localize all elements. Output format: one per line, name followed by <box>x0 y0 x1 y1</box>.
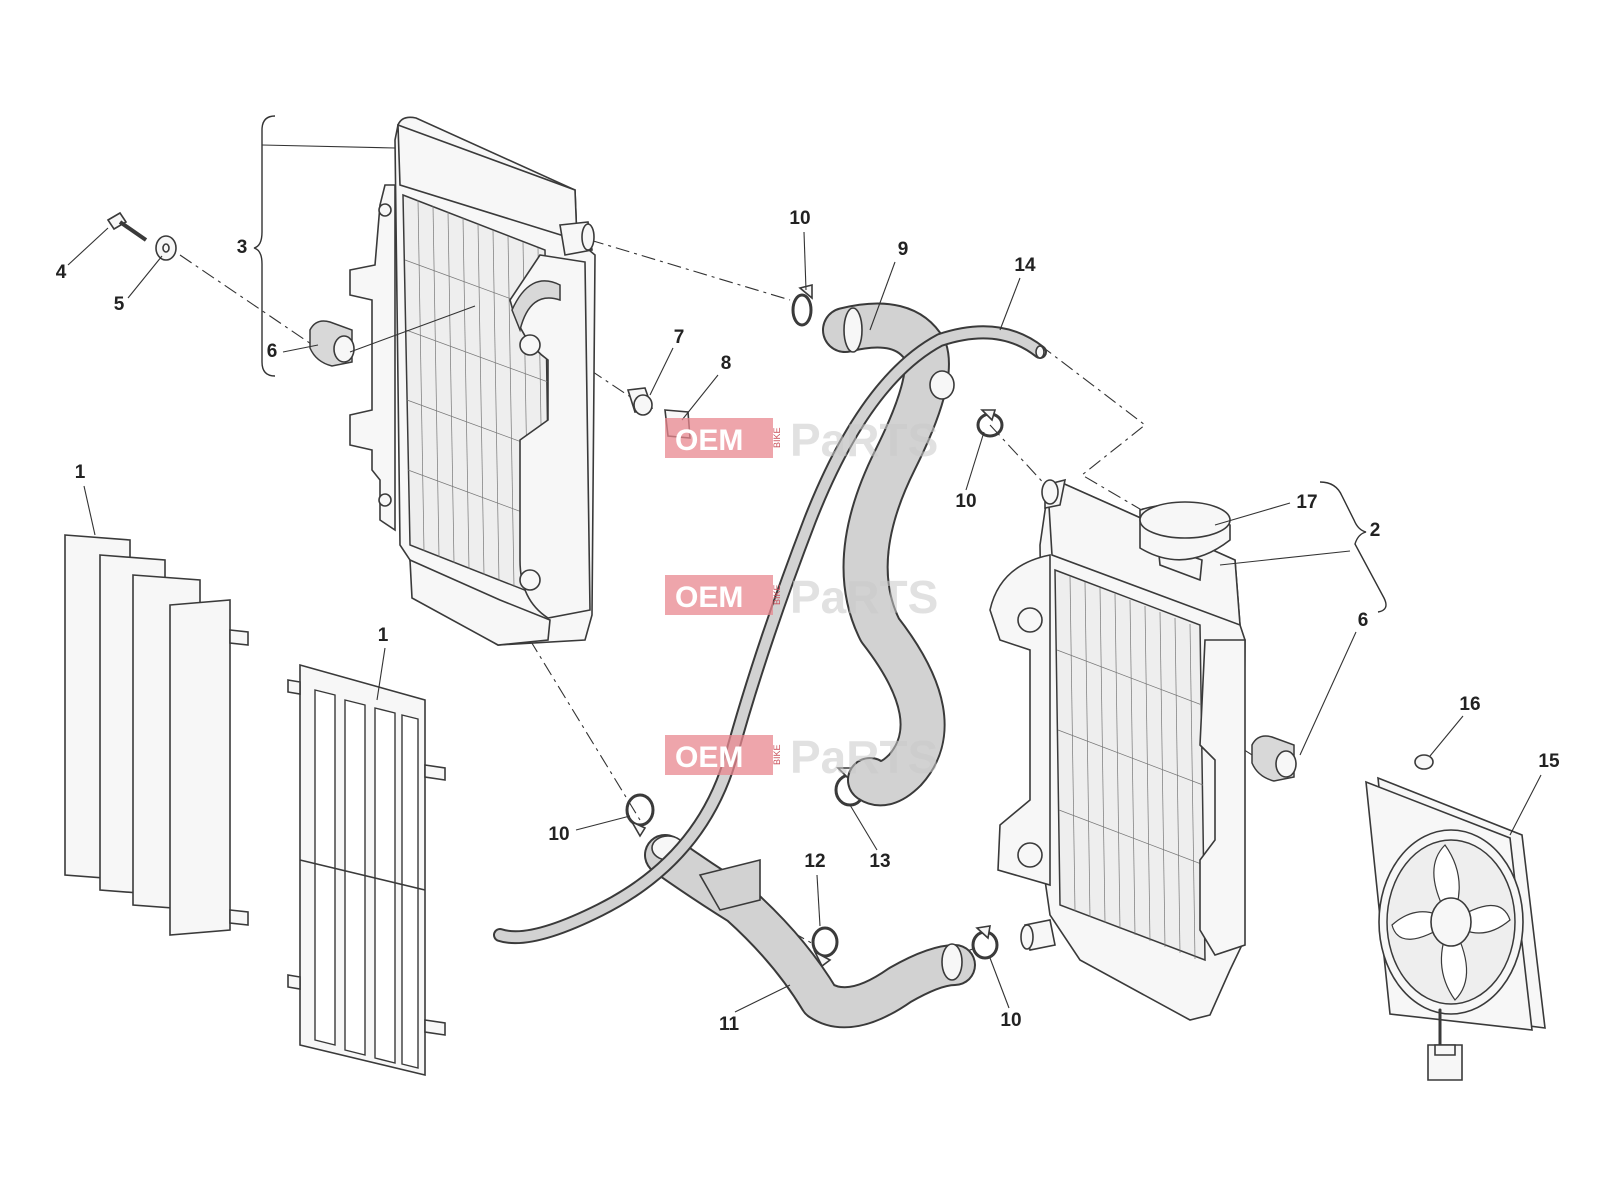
callout-c6b: 6 <box>1358 610 1369 631</box>
callout-c11: 11 <box>719 1014 740 1035</box>
watermark-bike-text: BIKE <box>772 427 782 448</box>
spring-nut-16 <box>1414 754 1434 770</box>
cooling-fan-15 <box>1365 776 1546 1081</box>
callout-c15: 15 <box>1538 751 1560 772</box>
watermark-middle: OEM BIKE PaRTS <box>665 571 938 623</box>
callout-c14: 14 <box>1014 255 1036 276</box>
hose-clamp-10-lower-left <box>625 793 655 838</box>
callout-c6a: 6 <box>267 341 278 362</box>
callout-c7: 7 <box>674 327 685 348</box>
right-radiator-core-fins <box>1056 575 1205 960</box>
callout-c9: 9 <box>898 239 909 260</box>
watermark-bike-text: BIKE <box>772 584 782 605</box>
watermark-oem-text: OEM <box>675 741 743 774</box>
leader-lines <box>67 115 1542 1013</box>
bolt-4 <box>106 211 148 242</box>
left-louvre-panels <box>64 534 249 936</box>
watermark-parts-text: PaRTS <box>790 731 938 783</box>
washer-5 <box>155 235 177 261</box>
callout-c1b: 1 <box>378 625 389 646</box>
callout-c10a: 10 <box>789 208 810 229</box>
overflow-hose-14 <box>493 325 1047 945</box>
callout-c10d: 10 <box>1000 1010 1021 1031</box>
right-radiator <box>989 478 1246 1021</box>
callout-c3: 3 <box>237 237 248 258</box>
callout-c2: 2 <box>1370 520 1381 541</box>
watermark-parts-text: PaRTS <box>790 414 938 466</box>
watermark-oem-text: OEM <box>675 581 743 614</box>
hose-clamp-12 <box>811 926 839 968</box>
watermark-bike-text: BIKE <box>772 744 782 765</box>
callout-c16: 16 <box>1459 694 1480 715</box>
left-radiator <box>349 116 596 646</box>
watermark-oem-text: OEM <box>675 424 743 457</box>
callout-c1a: 1 <box>75 462 86 483</box>
watermark-parts-text: PaRTS <box>790 571 938 623</box>
spacer-7 <box>626 387 654 416</box>
watermark-bottom: OEM BIKE PaRTS <box>665 731 938 783</box>
callout-c12: 12 <box>804 851 825 872</box>
rubber-grommet-6-left <box>309 320 355 367</box>
callout-c10b: 10 <box>955 491 976 512</box>
callout-c10c: 10 <box>548 824 569 845</box>
callout-c17: 17 <box>1296 492 1317 513</box>
hose-clamp-10-mid <box>976 409 1004 438</box>
callout-c4: 4 <box>56 262 67 283</box>
hose-clamp-10-lower-right <box>971 925 999 960</box>
watermark-top: OEM BIKE PaRTS <box>665 414 938 466</box>
rubber-grommet-6-right <box>1251 735 1297 782</box>
hose-clamp-10-top <box>791 283 813 327</box>
radiator-grille <box>287 663 446 1077</box>
callout-c5: 5 <box>114 294 125 315</box>
callout-c8: 8 <box>721 353 732 374</box>
callout-c13: 13 <box>869 851 890 872</box>
